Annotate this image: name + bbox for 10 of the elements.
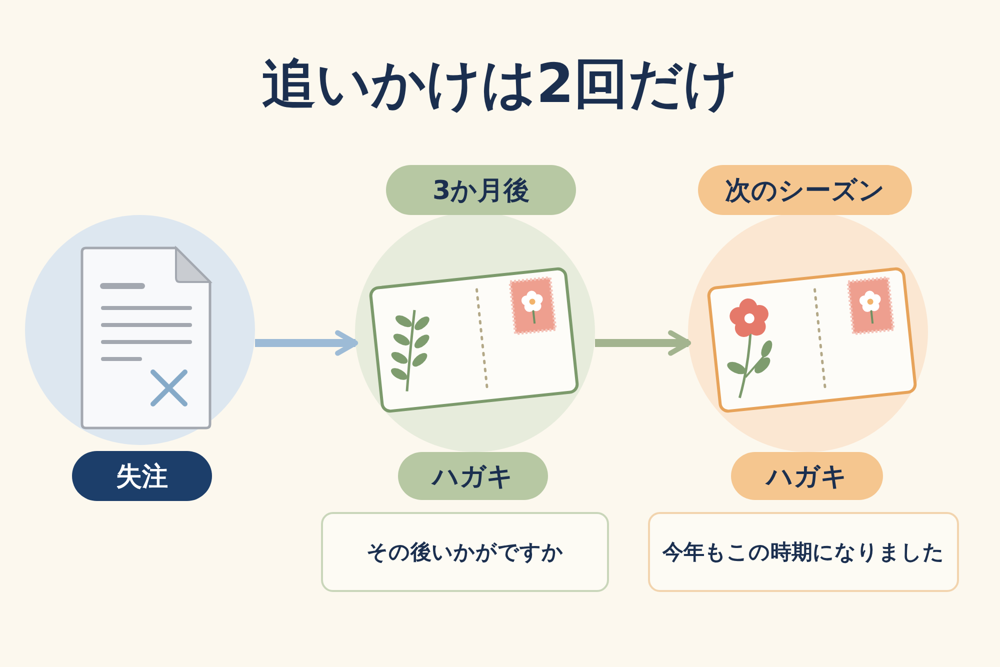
arrow [255, 330, 358, 356]
label-pill: 失注 [72, 451, 212, 501]
label-pill: ハガキ [731, 452, 883, 500]
title: 追いかけは2回だけ [262, 52, 738, 115]
label-pill: 3か月後 [386, 165, 576, 215]
label-pill: 次のシーズン [698, 165, 912, 215]
message-box: その後いかがですか [321, 512, 609, 592]
label-pill: ハガキ [398, 452, 548, 500]
arrow [595, 330, 692, 356]
message-box: 今年もこの時期になりました [648, 512, 959, 592]
